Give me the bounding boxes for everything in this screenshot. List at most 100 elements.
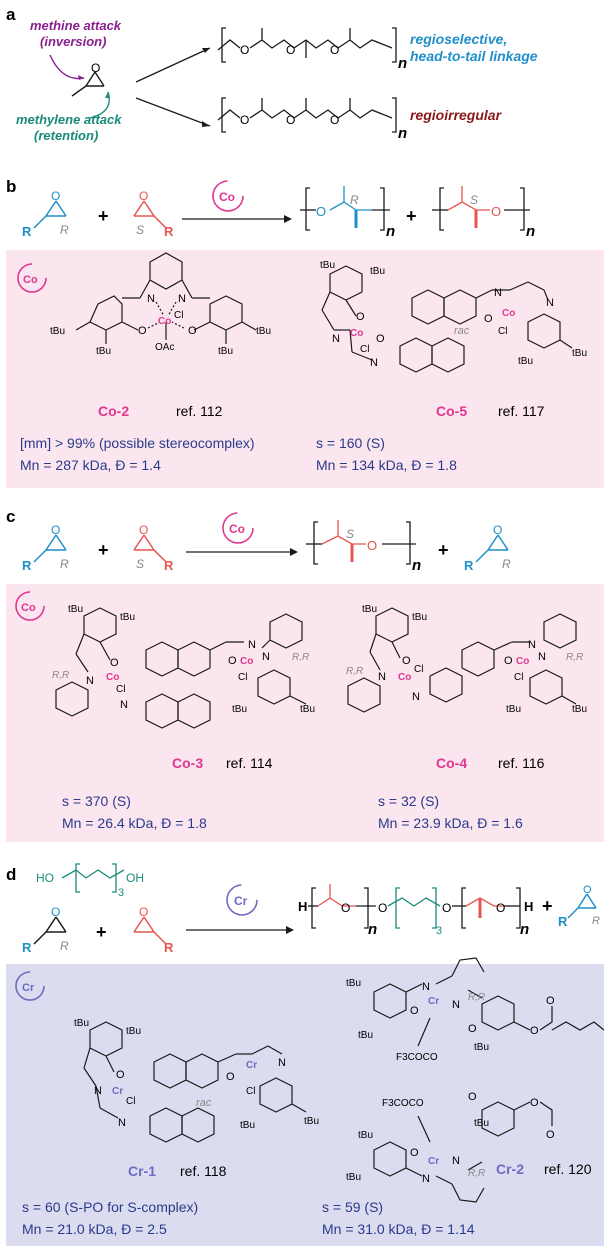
polymer-regioselective [217, 27, 397, 63]
epoxide-c-blue-o: O [51, 523, 60, 537]
propylene-oxide-a: O [71, 61, 105, 97]
poly-a2-o2: O [286, 113, 295, 127]
poly-s-red-n: n [526, 223, 535, 240]
co-3-rr1: R,R [52, 670, 69, 681]
panel-a: a methine attack (inversion) O methylene… [6, 5, 538, 143]
head-to-tail-label: head-to-tail linkage [410, 48, 538, 64]
cr-2-tbu3: tBu [474, 1042, 489, 1053]
epoxide-c-red-o: O [139, 523, 148, 537]
cr-2-cr2: Cr [428, 1156, 439, 1167]
cr-1-line2: Mn = 21.0 kDa, Đ = 2.5 [22, 1221, 167, 1237]
co-3-n1: N [86, 675, 94, 687]
poly-a1-o3: O [330, 43, 339, 57]
co-3-n4: N [262, 651, 270, 663]
plus-b: + [98, 206, 109, 226]
co-2-line1: [mm] > 99% (possible stereocomplex) [20, 435, 255, 451]
co-catalyst-icon-b-panel: Co [17, 263, 47, 293]
cr-2-o8: O [410, 1147, 419, 1159]
cr-2-n1: N [422, 981, 430, 993]
epoxide-d-blue-config: R [60, 939, 69, 953]
co-3-line2: Mn = 26.4 kDa, Đ = 1.8 [62, 815, 207, 831]
cr-2-tbu2: tBu [358, 1030, 373, 1041]
cr-1-tbu4: tBu [304, 1116, 319, 1127]
co-4-n2: N [412, 691, 420, 703]
cobalt-panel-b [6, 250, 604, 488]
co-2-name: Co-2 [98, 403, 129, 419]
epoxide-oxygen-a: O [91, 61, 100, 75]
poly-a2-o3: O [330, 113, 339, 127]
poly-r-blue-n: n [386, 223, 395, 240]
cr-2-o4: O [546, 995, 555, 1007]
polymer-d-o2: O [378, 901, 387, 915]
co-4-rr1: R,R [346, 666, 363, 677]
co-4-tbu1: tBu [362, 604, 377, 615]
arrow-to-regioirregular [135, 97, 211, 127]
cr-1-n1: N [94, 1085, 102, 1097]
co-2-tbu4: tBu [218, 346, 233, 357]
co-catalyst-label-b: Co [219, 190, 235, 204]
epoxide-d-red [133, 916, 167, 945]
co-2-tbu3: tBu [96, 346, 111, 357]
polymer-d-o3: O [442, 901, 451, 915]
cr-1-rac: rac [196, 1097, 212, 1109]
polymer-d-o4: O [496, 901, 505, 915]
co-3-o2: O [228, 655, 237, 667]
plus-d: + [96, 922, 107, 942]
cr-2-rr1: R,R [468, 992, 485, 1003]
epoxide-c-recovered [475, 534, 509, 563]
cr-1-name: Cr-1 [128, 1163, 156, 1179]
co-5-co2: Co [502, 308, 515, 319]
poly-a1-o2: O [286, 43, 295, 57]
cr-2-o5: O [468, 1091, 477, 1103]
cr-2-o6: O [530, 1097, 539, 1109]
co-2-n2: N [178, 293, 186, 305]
epoxide-d-red-o: O [139, 905, 148, 919]
co-3-tbu4: tBu [300, 704, 315, 715]
cr-2-rr2: R,R [468, 1168, 485, 1179]
panel-c-label: c [6, 507, 15, 526]
co-4-line2: Mn = 23.9 kDa, Đ = 1.6 [378, 815, 523, 831]
co-4-co2: Co [516, 656, 529, 667]
cr-1-o1: O [116, 1069, 125, 1081]
poly-r-blue-config: R [350, 193, 359, 207]
co-4-name: Co-4 [436, 755, 467, 771]
panel-b-label: b [6, 177, 16, 196]
co-2-oac: OAc [155, 342, 174, 353]
poly-a1-o1: O [240, 43, 249, 57]
panel-d: d HO OH 3 O R R + O R Cr [6, 863, 605, 1246]
co-2-line2: Mn = 287 kDa, Đ = 1.4 [20, 457, 161, 473]
co-4-n3: N [528, 639, 536, 651]
epoxide-r-blue [33, 200, 67, 229]
epoxide-c-recovered-config: R [502, 557, 511, 571]
co-4-n1: N [378, 671, 386, 683]
cr-catalyst-icon-d: Cr [226, 884, 258, 916]
co-5-name: Co-5 [436, 403, 467, 419]
co-3-rr2: R,R [292, 652, 309, 663]
epoxide-d-recovered [567, 893, 597, 919]
cr-2-ref: ref. 120 [544, 1161, 592, 1177]
co-2-structure [75, 252, 257, 344]
epoxide-c-blue-config: R [60, 557, 69, 571]
poly-a2-o1: O [240, 113, 249, 127]
cr-2-tfa2: F3COCO [382, 1098, 424, 1109]
co-3-name: Co-3 [172, 755, 203, 771]
co-4-line1: s = 32 (S) [378, 793, 439, 809]
epoxide-c-recovered-r: R [464, 558, 474, 573]
methine-attack-label: methine attack [30, 18, 122, 33]
co-4-tbu4: tBu [572, 704, 587, 715]
co-5-tbu4: tBu [572, 348, 587, 359]
co-5-line1: s = 160 (S) [316, 435, 385, 451]
polymer-d-h-left: H [298, 899, 307, 914]
co-5-o3: O [484, 313, 493, 325]
poly-a2-n: n [398, 125, 407, 142]
co-3-cl1: Cl [116, 684, 125, 695]
epoxide-c-red-r: R [164, 558, 174, 573]
cr-2-o7: O [546, 1129, 555, 1141]
panel-d-label: d [6, 865, 16, 884]
epoxide-d-recovered-config: R [592, 915, 600, 927]
co-catalyst-icon-c-panel: Co [15, 591, 45, 621]
panel-a-label: a [6, 5, 16, 24]
methine-arrow-head [78, 75, 84, 80]
cr-1-cr2: Cr [246, 1060, 257, 1071]
cr-2-line1: s = 59 (S) [322, 1199, 383, 1215]
